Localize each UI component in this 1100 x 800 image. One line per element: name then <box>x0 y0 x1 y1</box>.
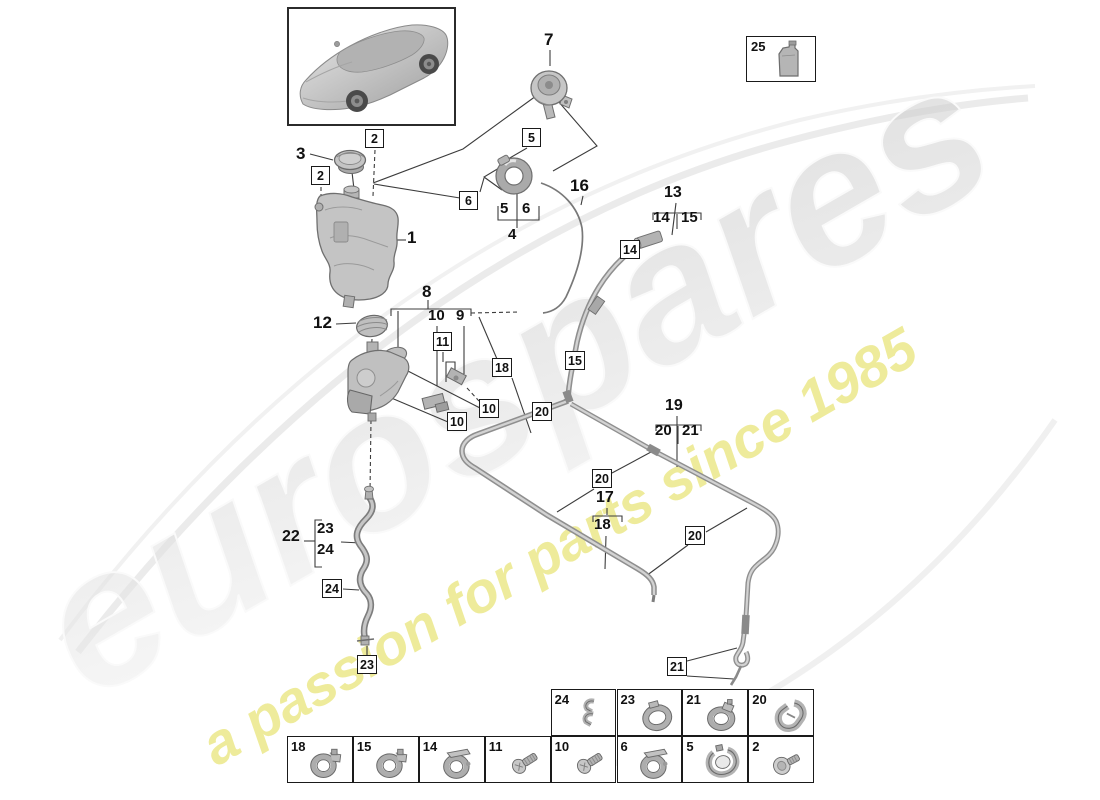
c-clip-icon <box>774 699 807 732</box>
ref-box-2a[interactable]: 2 <box>365 129 384 148</box>
plate-clamp-icon <box>640 748 669 779</box>
legend-ref-10: 10 <box>554 739 570 754</box>
ref-box-20a[interactable]: 20 <box>532 402 552 421</box>
reservoir-cap-3 <box>333 149 367 174</box>
changeover-valve-7 <box>530 70 573 120</box>
legend-item-5[interactable]: 5 <box>682 736 749 783</box>
plate-clamp-icon <box>442 748 471 779</box>
vehicle-thumbnail <box>287 7 456 126</box>
open-clamp-icon <box>705 744 740 778</box>
legend-item-20[interactable]: 20 <box>748 689 815 736</box>
pump-clamps-9-10 <box>421 367 467 413</box>
ref-box-10b[interactable]: 10 <box>447 412 467 431</box>
legend-item-15[interactable]: 15 <box>352 736 419 783</box>
fluid-bottle-ref: 25 <box>751 39 766 54</box>
washer-tubes <box>353 182 781 686</box>
legend-item-11[interactable]: 11 <box>484 736 551 783</box>
ref-box-2b[interactable]: 2 <box>311 166 330 185</box>
legend-item-14[interactable]: 14 <box>418 736 485 783</box>
legend-ref-18: 18 <box>291 739 306 754</box>
legend-item-24[interactable]: 24 <box>550 689 617 736</box>
ref-box-24[interactable]: 24 <box>322 579 342 598</box>
legend-ref-15: 15 <box>356 739 372 754</box>
ref-box-23[interactable]: 23 <box>357 655 377 674</box>
ref-box-20c[interactable]: 20 <box>685 526 705 545</box>
legend-item-2[interactable]: 2 <box>748 736 815 783</box>
clip-15 <box>587 295 606 316</box>
washer-pump-assembly-8 <box>347 341 410 422</box>
washer-screw-icon <box>773 754 801 775</box>
legend-ref-2: 2 <box>752 739 760 754</box>
legend-item-23[interactable]: 23 <box>616 689 683 736</box>
hose-23 <box>355 496 375 639</box>
tube-19 <box>570 403 780 667</box>
ref-box-14[interactable]: 14 <box>620 240 640 259</box>
legend-ref-23: 23 <box>620 692 635 707</box>
legend-ref-20: 20 <box>752 692 767 707</box>
ring-clamp-icon <box>642 700 673 732</box>
legend-item-10[interactable]: 10 <box>550 736 617 783</box>
legend-ref-6: 6 <box>620 739 628 754</box>
tube-16 <box>540 182 584 314</box>
fluid-bottle-icon <box>778 40 799 77</box>
bracket-clamp-icon <box>310 748 342 778</box>
screw-icon <box>577 753 604 774</box>
reservoir-cap-12 <box>356 314 389 338</box>
ref-box-6[interactable]: 6 <box>459 191 478 210</box>
ref-box-10a[interactable]: 10 <box>479 399 499 418</box>
legend-ref-5: 5 <box>686 739 694 754</box>
legend-ref-14: 14 <box>422 739 438 754</box>
fluid-bottle-box[interactable]: 25 <box>746 36 816 82</box>
double-clip-icon <box>582 698 595 727</box>
clip-20-21 <box>646 443 661 457</box>
ref-box-20b[interactable]: 20 <box>592 469 612 488</box>
ref-box-21[interactable]: 21 <box>667 657 687 676</box>
screw-icon <box>511 753 538 774</box>
washer-reservoir-1 <box>314 185 399 309</box>
car-greenhouse <box>336 30 425 73</box>
legend-ref-21: 21 <box>686 692 701 707</box>
ref-box-5[interactable]: 5 <box>522 128 541 147</box>
ref-box-15[interactable]: 15 <box>565 351 585 370</box>
tube-17 <box>460 399 656 595</box>
ref-box-11[interactable]: 11 <box>433 332 453 351</box>
tube-coil-4 <box>495 154 533 195</box>
legend-item-21[interactable]: 21 <box>682 689 749 736</box>
legend-ref-24: 24 <box>554 692 570 707</box>
ref-box-18[interactable]: 18 <box>492 358 512 377</box>
bracket-clamp-icon <box>376 748 408 778</box>
car-mirror <box>334 41 340 47</box>
tab-clamp-icon <box>707 699 736 731</box>
legend-ref-11: 11 <box>488 739 503 754</box>
legend-item-6[interactable]: 6 <box>616 736 683 783</box>
legend-item-18[interactable]: 18 <box>287 736 353 783</box>
